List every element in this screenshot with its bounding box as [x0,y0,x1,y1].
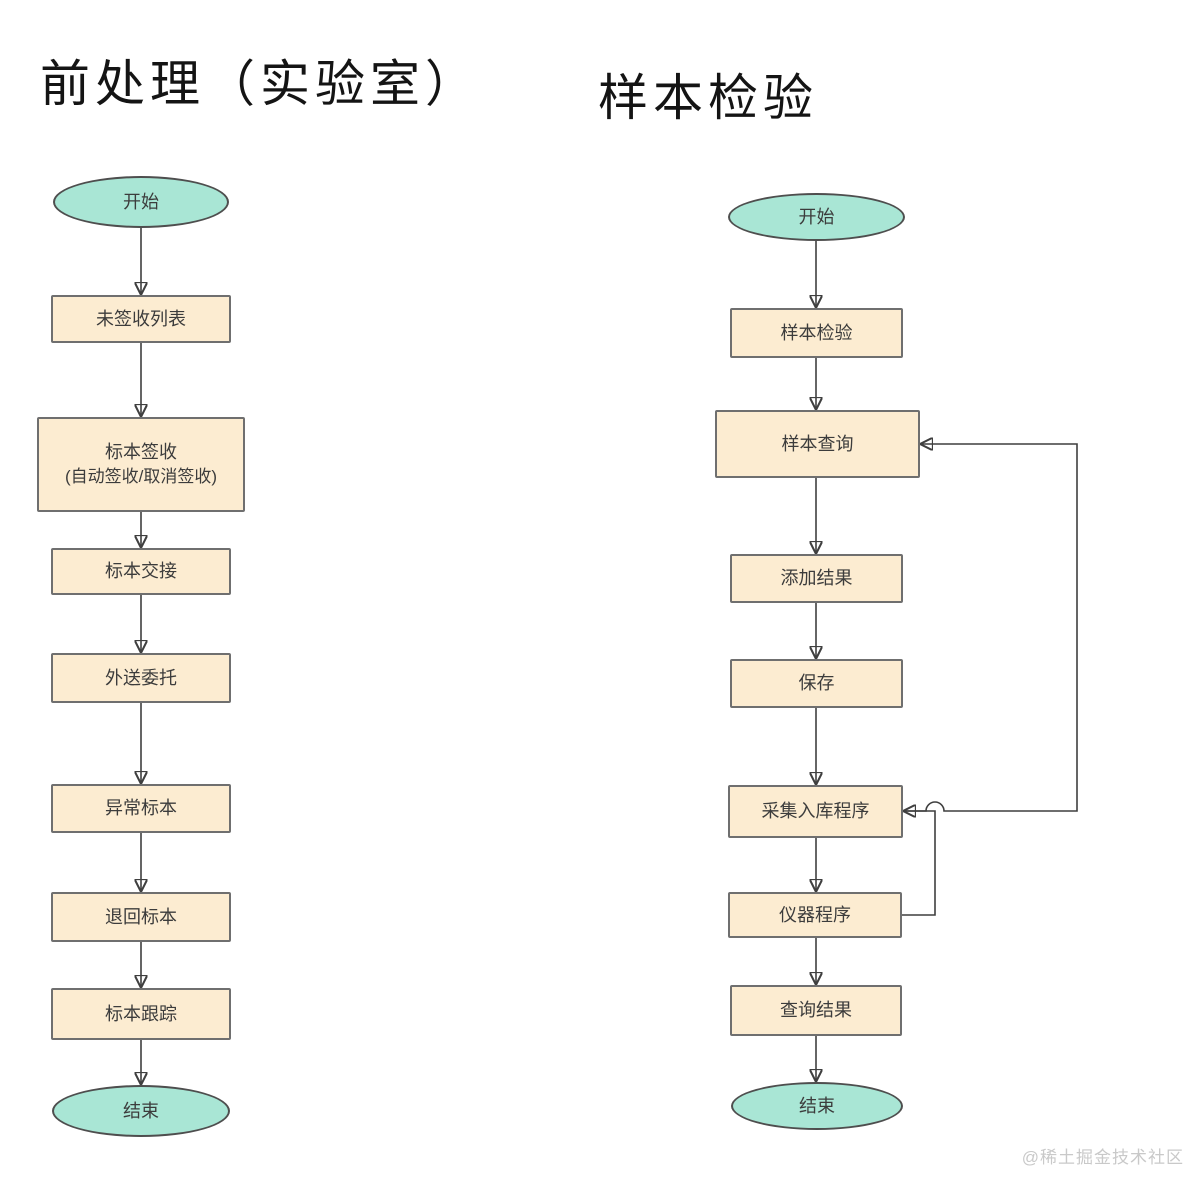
node-label: 标本交接 [105,561,177,582]
node-label: 添加结果 [780,568,853,589]
node-label: 标本签收 [105,442,177,463]
node-label: 开始 [123,191,159,212]
right-node-start: 开始 [728,193,905,241]
watermark: @稀土掘金技术社区 [1021,1148,1184,1167]
node-label: 采集入库程序 [761,801,870,822]
node-label: 未签收列表 [96,308,186,329]
node-label: 外送委托 [105,667,177,688]
node-label: 结束 [123,1100,159,1121]
node-label: 查询结果 [780,1000,852,1021]
left-node-specimen-signin: 标本签收 (自动签收/取消签收) [37,417,245,512]
right-node-sample-query: 样本查询 [715,410,920,478]
left-node-specimen-handover: 标本交接 [51,548,231,595]
node-label: 结束 [799,1095,835,1116]
left-node-end: 结束 [52,1085,230,1137]
left-node-outsourcing: 外送委托 [51,653,231,703]
node-label: 保存 [798,673,835,694]
node-label: 样本查询 [781,433,854,454]
node-label: 标本跟踪 [105,1003,177,1024]
loop-collect-to-query [903,444,1078,812]
loop-instrument-to-collect [902,811,936,916]
right-node-collect-storage-program: 采集入库程序 [728,785,903,838]
right-node-instrument-program: 仪器程序 [728,892,902,938]
left-node-specimen-tracking: 标本跟踪 [51,988,231,1040]
right-node-add-result: 添加结果 [730,554,903,603]
node-label: 异常标本 [105,798,177,819]
node-label: 开始 [798,206,835,227]
left-node-start: 开始 [53,176,229,228]
right-node-save: 保存 [730,659,903,708]
left-node-unsigned-list: 未签收列表 [51,295,231,343]
node-label: 样本检验 [780,322,853,343]
node-label: 仪器程序 [779,904,851,925]
right-node-query-result: 查询结果 [730,985,902,1036]
left-node-return-specimen: 退回标本 [51,892,231,942]
left-node-abnormal-specimen: 异常标本 [51,784,231,833]
right-node-sample-test: 样本检验 [730,308,903,358]
right-node-end: 结束 [731,1082,903,1130]
right-flow-title: 样本检验 [598,70,818,126]
node-label: 退回标本 [105,906,177,927]
node-label-line2: (自动签收/取消签收) [64,467,218,487]
left-flow-title: 前处理（实验室） [40,56,480,112]
